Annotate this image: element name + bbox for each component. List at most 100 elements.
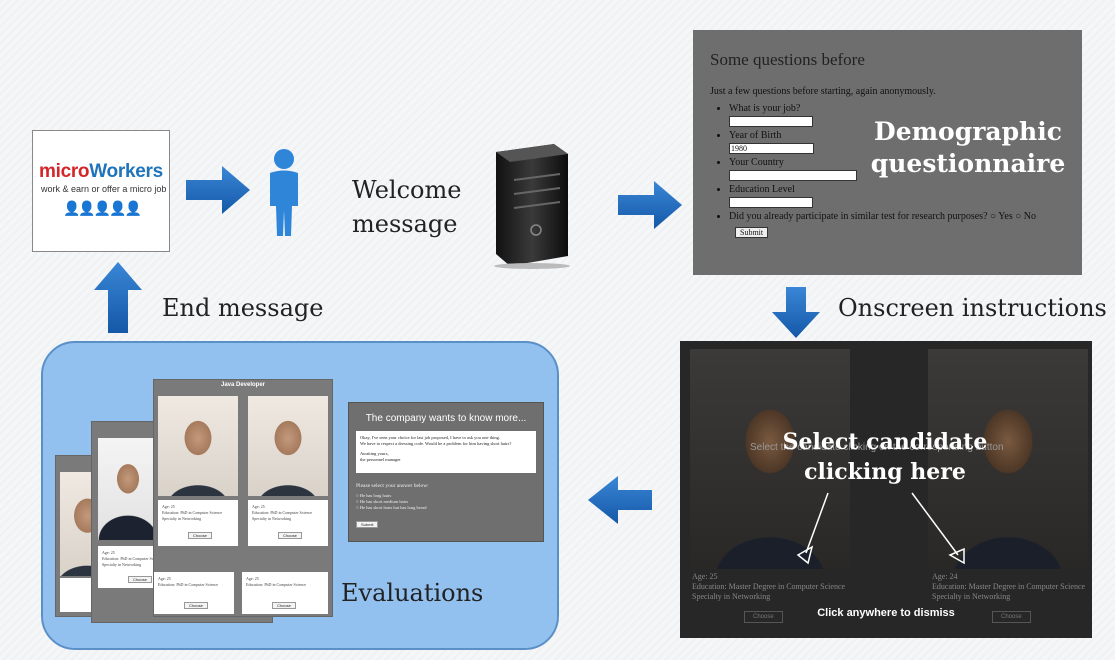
left-card-line: Education: Master Degree in Computer Sci… [692, 582, 846, 591]
company-question-panel: The company wants to know more... Okay, … [348, 402, 544, 542]
right-card-line: Age: 24 [932, 572, 958, 581]
card-line: Age: 25 [102, 550, 115, 555]
card-line: Education: PhD in Computer Science [162, 510, 222, 515]
answer-label: He has short medium hairs [359, 499, 409, 504]
candidate-card: Age: 25 Education: PhD in Computer Scien… [158, 500, 238, 546]
q-birth-label: Year of Birth [729, 130, 782, 141]
left-card-line: Specialty in Networking [692, 592, 771, 601]
card-line: Education: PhD in Computer Science [102, 556, 162, 561]
candidate-card: Age: 25 Education: PhD in Computer Scien… [154, 572, 234, 614]
answer-options: ○ He has long hairs ○ He has short mediu… [356, 493, 426, 511]
candidate-photo-left [690, 349, 850, 569]
card-line: Age: 25 [252, 504, 265, 509]
choose-right-button[interactable]: Choose [992, 611, 1031, 623]
select-candidate-line1: Select candidate [782, 429, 988, 455]
questionnaire-list: What is your job? Year of Birth 1980 You… [713, 102, 1036, 223]
answer-label: He has short hairs but has long beard [359, 505, 427, 510]
opt-no-label: No [1023, 211, 1037, 222]
select-candidate-overlay: Select candidate clicking here [740, 427, 1030, 487]
welcome-label-line2: message [352, 210, 458, 238]
arrow-left [588, 476, 652, 524]
choose-button[interactable]: Choose [188, 532, 212, 539]
demographic-overlay-line2: questionnaire [870, 149, 1066, 178]
logo-part1: micro [39, 161, 90, 182]
company-text: We have to respect a dressing code. Woul… [360, 441, 512, 446]
right-card-line: Specialty in Networking [932, 592, 1011, 601]
onscreen-instructions-panel: Select the candidate clicking on the cor… [680, 341, 1092, 638]
evaluations-label: Evaluations [341, 579, 484, 607]
choose-button[interactable]: Choose [278, 532, 302, 539]
card-line: Specialty in Networking [162, 516, 202, 521]
company-submit-button[interactable]: Submit [356, 521, 379, 528]
candidate-photo [158, 396, 238, 496]
education-select[interactable] [729, 197, 813, 208]
logo-tagline: work & earn or offer a micro job [41, 184, 167, 194]
radio-yes[interactable]: ○ [990, 211, 999, 222]
microworkers-logo: microWorkers work & earn or offer a micr… [32, 130, 170, 252]
card-line: Specialty in Networking [252, 516, 292, 521]
end-message-label: End message [162, 294, 324, 322]
answer-option[interactable]: ○ He has short medium hairs [356, 499, 409, 504]
candidate-card: Age: 25 Education: PhD in Computer Scien… [242, 572, 328, 614]
logo-part2: Workers [89, 161, 163, 182]
q-country-label: Your Country [729, 157, 784, 168]
dismiss-text[interactable]: Click anywhere to dismiss [817, 607, 955, 619]
questionnaire-title: Some questions before [710, 50, 865, 69]
q-participate-label: Did you already participate in similar t… [729, 211, 988, 222]
eval-sheet-front: Java Developer Age: 25 Education: PhD in… [153, 379, 333, 617]
instructions-faded-text: Select the candidate clicking on the cor… [750, 442, 1004, 453]
country-select[interactable] [729, 170, 857, 181]
candidate-photo [98, 438, 158, 540]
select-candidate-line2: clicking here [804, 459, 966, 485]
candidate-card: Age: 25 Education: PhD in Computer Scien… [248, 500, 328, 546]
answer-prompt: Please select your answer below: [356, 483, 429, 489]
company-text: Awaiting yours, [360, 451, 389, 456]
demographic-overlay-line1: Demographic [874, 117, 1062, 146]
candidate-photo [248, 396, 328, 496]
card-line: Education: PhD in Computer Science [252, 510, 312, 515]
pointer-arrows [796, 492, 965, 565]
answer-label: He has long hairs [359, 493, 392, 498]
questionnaire-submit-button[interactable]: Submit [735, 227, 769, 238]
person-icon [270, 149, 298, 236]
company-text: the personnel manager [360, 457, 401, 462]
choose-button[interactable]: Choose [272, 602, 296, 609]
right-card-details: Age: 24 Education: Master Degree in Comp… [932, 572, 1085, 602]
arrow-down [772, 287, 820, 338]
q-job-label: What is your job? [729, 103, 801, 114]
left-card-line: Age: 25 [692, 572, 718, 581]
arrow-right-2 [618, 181, 682, 229]
server-icon [494, 144, 570, 269]
radio-no[interactable]: ○ [1015, 211, 1024, 222]
candidate-photo-right [928, 349, 1088, 569]
questionnaire-intro: Just a few questions before starting, ag… [710, 86, 936, 97]
left-card-details: Age: 25 Education: Master Degree in Comp… [692, 572, 845, 602]
company-text: Okay, I've seen your choice for last job… [360, 435, 500, 440]
onscreen-instructions-label: Onscreen instructions [838, 294, 1107, 322]
company-message-box: Okay, I've seen your choice for last job… [356, 431, 536, 473]
birth-year-stepper[interactable]: 1980 [729, 143, 814, 154]
demographic-overlay-label: Demographic questionnaire [868, 116, 1068, 180]
card-line: Age: 25 [246, 576, 259, 581]
evaluations-panel: Age: 25 Education: PhD in Computer Scien… [41, 341, 559, 650]
card-line: Age: 25 [158, 576, 171, 581]
welcome-label-line1: Welcome [352, 176, 462, 204]
card-line: Education: PhD in Computer Science [158, 582, 218, 587]
arrow-up [94, 262, 142, 333]
opt-yes-label: Yes [998, 211, 1013, 222]
card-line: Age: 25 [162, 504, 175, 509]
answer-option[interactable]: ○ He has long hairs [356, 493, 392, 498]
choose-left-button[interactable]: Choose [744, 611, 783, 623]
choose-button[interactable]: Choose [184, 602, 208, 609]
workers-group-icon: 👤👤👤👤👤 [63, 201, 142, 217]
eval-sheet-title: Java Developer [220, 382, 266, 388]
card-line: Education: PhD in Computer Science [246, 582, 306, 587]
right-card-line: Education: Master Degree in Computer Sci… [932, 582, 1086, 591]
company-title: The company wants to know more... [365, 413, 527, 424]
job-input[interactable] [729, 116, 813, 127]
arrow-right-1 [186, 166, 250, 214]
choose-button[interactable]: Choose [128, 576, 152, 583]
card-line: Specialty in Networking [102, 562, 142, 567]
answer-option[interactable]: ○ He has short hairs but has long beard [356, 505, 427, 510]
